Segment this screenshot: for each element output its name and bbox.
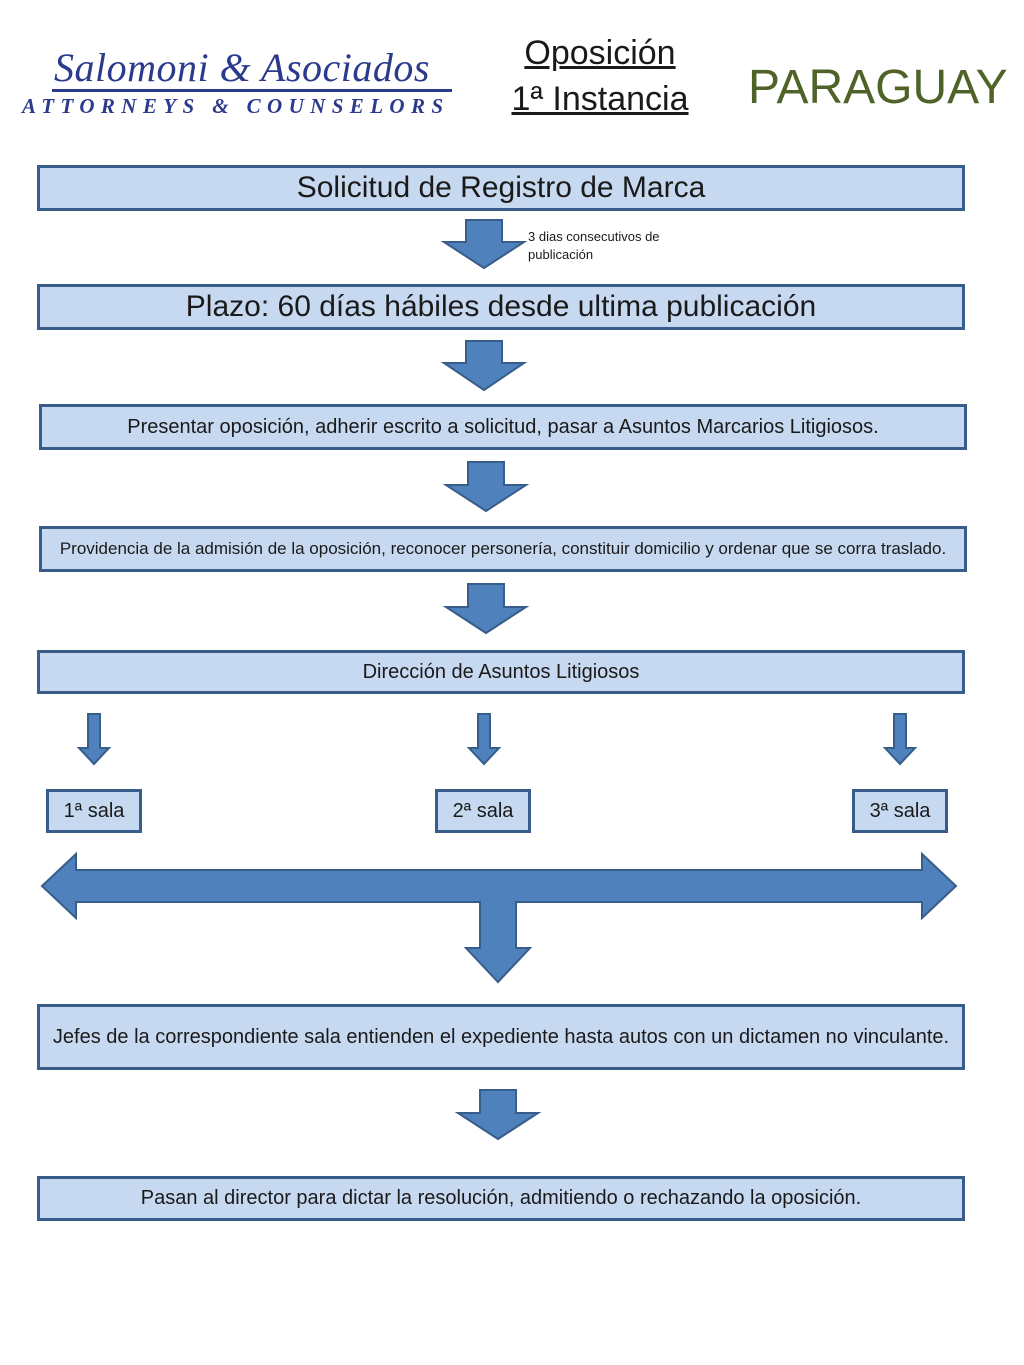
sala-arrow-2 bbox=[466, 713, 502, 766]
title-line-1: Oposición bbox=[524, 34, 676, 72]
convergence-arrow bbox=[40, 851, 958, 984]
step-plazo: Plazo: 60 días hábiles desde ultima publ… bbox=[37, 284, 965, 330]
sala-3-box: 3ª sala bbox=[852, 789, 948, 833]
down-arrow-4 bbox=[442, 583, 530, 635]
down-arrow-5 bbox=[454, 1089, 542, 1141]
logo-firm-name: Salomoni & Asociados bbox=[54, 45, 430, 90]
step-director-resolucion: Pasan al director para dictar la resoluc… bbox=[37, 1176, 965, 1221]
publication-note: 3 dias consecutivos de publicación bbox=[528, 229, 660, 262]
title-line-2: 1ª Instancia bbox=[511, 80, 689, 118]
country-label: PARAGUAY bbox=[748, 61, 1008, 114]
down-arrow-3 bbox=[442, 461, 530, 513]
sala-1-box: 1ª sala bbox=[46, 789, 142, 833]
step-solicitud: Solicitud de Registro de Marca bbox=[37, 165, 965, 211]
down-arrow-1 bbox=[440, 219, 528, 270]
step-direccion: Dirección de Asuntos Litigiosos bbox=[37, 650, 965, 694]
step-jefes-sala: Jefes de la correspondiente sala entiend… bbox=[37, 1004, 965, 1070]
step-providencia: Providencia de la admisión de la oposici… bbox=[39, 526, 967, 572]
step-presentar-oposicion: Presentar oposición, adherir escrito a s… bbox=[39, 404, 967, 450]
sala-2-box: 2ª sala bbox=[435, 789, 531, 833]
logo-underline bbox=[52, 89, 452, 92]
sala-arrow-1 bbox=[76, 713, 112, 766]
down-arrow-2 bbox=[440, 340, 528, 392]
logo-subtitle: ATTORNEYS & COUNSELORS bbox=[22, 94, 450, 118]
firm-logo: Salomoni & Asociados ATTORNEYS & COUNSEL… bbox=[22, 44, 472, 124]
sala-arrow-3 bbox=[882, 713, 918, 766]
page-title: Oposición 1ª Instancia bbox=[490, 30, 710, 122]
